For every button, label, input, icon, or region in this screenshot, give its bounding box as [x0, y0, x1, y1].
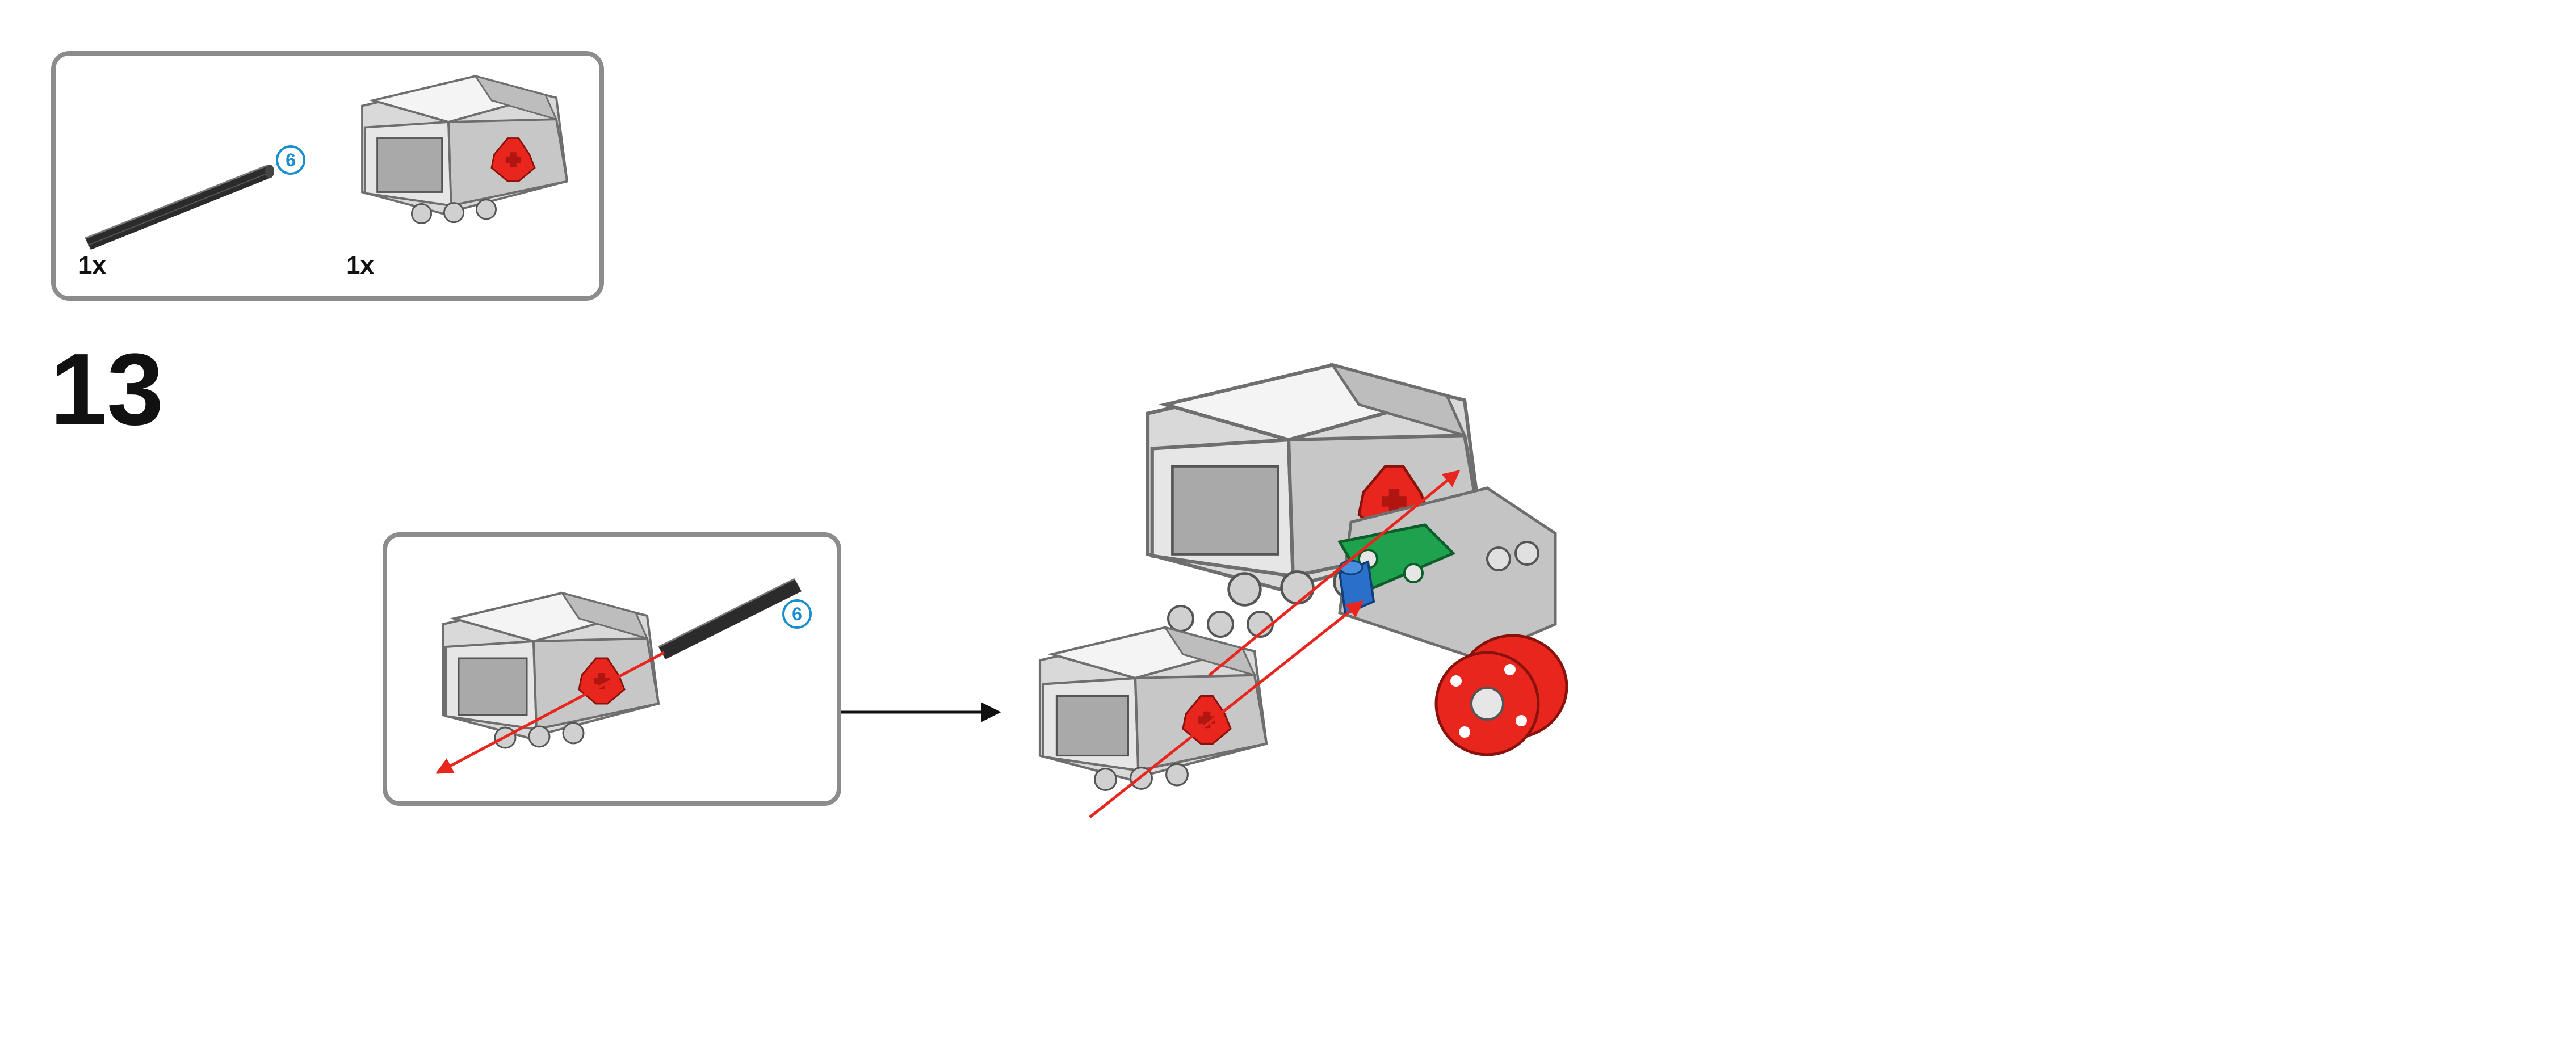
parts-callout: 6 1x 1x — [51, 51, 604, 301]
model-insert-arrow-upper — [1208, 470, 1461, 676]
sensor-quantity-label: 1x — [346, 251, 374, 279]
subassembly-axle-length-badge: 6 — [782, 599, 812, 629]
model-insert-arrow-lower — [1089, 600, 1364, 818]
axle-quantity-label: 1x — [78, 251, 106, 279]
step-number: 13 — [50, 333, 163, 447]
main-model — [1040, 365, 1568, 818]
axle-length-badge: 6 — [276, 145, 305, 175]
subassembly-insert-arrow — [435, 651, 665, 775]
subassembly-axle — [658, 578, 802, 659]
axle-length-label: 6 — [286, 150, 296, 170]
model-red-hub — [1434, 634, 1568, 756]
axle-icon — [85, 165, 274, 250]
subassembly-callout: 6 — [383, 532, 841, 806]
subassembly-axle-length-label: 6 — [792, 604, 802, 624]
